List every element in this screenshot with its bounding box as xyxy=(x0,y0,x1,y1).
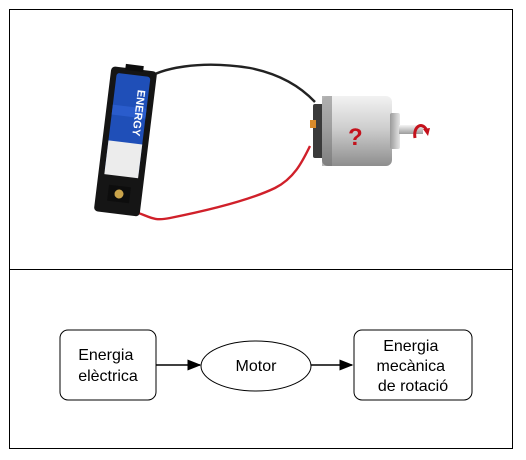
output-label-line2: mecànica xyxy=(377,358,446,375)
converter-ellipse xyxy=(200,340,312,392)
figure-frame: ENERGY ? Energia el xyxy=(9,9,513,449)
source-label-line2: elèctrica xyxy=(78,368,138,385)
svg-text:Energia elèctrica: Energia elèctrica xyxy=(78,347,138,385)
output-label-line3: de rotació xyxy=(378,378,448,395)
battery-motor-photo: ENERGY ? xyxy=(94,63,430,221)
rotation-arrow-icon xyxy=(413,124,428,139)
svg-text:Energia mecànica d: Energia mecànica de rotació xyxy=(377,338,450,395)
question-mark: ? xyxy=(348,124,363,151)
red-wire xyxy=(127,145,312,221)
converter-label: Motor xyxy=(236,358,278,375)
black-wire xyxy=(144,63,316,103)
energy-flow-diagram: Energia elèctrica Motor Energia mecànica… xyxy=(59,329,473,401)
output-label-line1: Energia xyxy=(383,338,438,355)
source-label-line1: Energia xyxy=(78,347,133,364)
panel-divider xyxy=(10,269,512,270)
battery-holder: ENERGY xyxy=(94,63,157,217)
battery-label: ENERGY xyxy=(129,89,147,137)
output-box xyxy=(353,329,473,401)
source-box xyxy=(59,329,157,401)
dc-motor: ? xyxy=(310,96,430,166)
